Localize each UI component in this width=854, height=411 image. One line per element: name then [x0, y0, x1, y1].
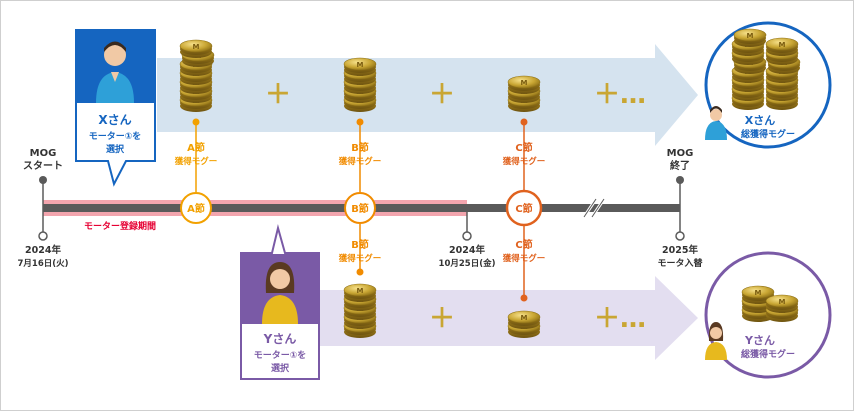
- y-total-circle: Yさん 総獲得モグー: [704, 251, 832, 379]
- person-y-callout: Yさん モーター①を 選択: [240, 224, 320, 380]
- person-icon: [705, 106, 727, 140]
- y-total-name: Yさん: [744, 334, 775, 347]
- person-y-line2: 選択: [271, 362, 290, 374]
- plus-more-icon: ＋…: [594, 304, 646, 334]
- person-icon: [262, 262, 298, 324]
- plus-more-icon: ＋…: [594, 80, 646, 110]
- node-c: C節: [505, 189, 543, 227]
- y-total-label: 総獲得モグー: [741, 348, 795, 360]
- coin-stack-icon: [343, 283, 377, 339]
- coin-stack-icon: [343, 57, 377, 113]
- coin-stack-icon: [179, 39, 215, 113]
- a-top-label-2: 獲得モグー: [175, 156, 218, 167]
- node-b-label: B節: [351, 202, 369, 215]
- plus-icon: ＋: [429, 80, 455, 110]
- b-bottom-label-2: 獲得モグー: [339, 253, 382, 264]
- b-bottom-label-1: B節: [351, 238, 369, 251]
- node-a-label: A節: [187, 202, 205, 215]
- start-label-1: MOG: [30, 148, 57, 159]
- person-x-line1: モーター①を: [89, 130, 142, 142]
- c-top-label-2: 獲得モグー: [503, 156, 546, 167]
- end-label-1: MOG: [667, 148, 694, 159]
- start-marker-icon: [39, 176, 47, 184]
- plus-icon: ＋: [429, 304, 455, 334]
- c-bottom-label-1: C節: [515, 238, 532, 251]
- c-top-label-1: C節: [515, 141, 532, 154]
- a-top-label-1: A節: [187, 141, 205, 154]
- start-date-2: 7月16日(火): [17, 259, 68, 269]
- b-top-label-2: 獲得モグー: [339, 156, 382, 167]
- person-x-callout: Xさん モーター①を 選択: [75, 29, 156, 187]
- end-date-2: モータ入替: [657, 257, 703, 269]
- x-total-name: Xさん: [745, 114, 775, 127]
- end-marker-icon: [676, 176, 684, 184]
- person-x-name: Xさん: [98, 113, 131, 127]
- mid-date-1: 2024年: [449, 244, 485, 256]
- node-c-label: C節: [515, 202, 532, 215]
- person-y-line1: モーター①を: [254, 349, 307, 361]
- start-date-1: 2024年: [25, 244, 61, 256]
- x-earnings-arrow: [157, 44, 698, 146]
- end-date-1: 2025年: [662, 244, 698, 256]
- end-label-2: 終了: [670, 159, 690, 172]
- person-y-name: Yさん: [263, 332, 297, 346]
- c-bottom-label-2: 獲得モグー: [503, 253, 546, 264]
- node-a: A節: [180, 192, 212, 224]
- x-total-label: 総獲得モグー: [741, 128, 795, 140]
- coin-stack-icon: [507, 310, 541, 339]
- start-label-2: スタート: [23, 160, 63, 172]
- person-x-line2: 選択: [106, 143, 125, 155]
- coin-stack-icon: [507, 75, 541, 113]
- x-total-circle: Xさん 総獲得モグー: [704, 21, 832, 149]
- person-icon: [96, 41, 134, 103]
- person-icon: [705, 322, 727, 360]
- mid-date-2: 10月25日(金): [439, 258, 496, 269]
- b-top-label-1: B節: [351, 141, 369, 154]
- registration-period-label: モーター登録期間: [84, 220, 156, 232]
- plus-icon: ＋: [265, 80, 291, 110]
- node-b: B節: [344, 192, 376, 224]
